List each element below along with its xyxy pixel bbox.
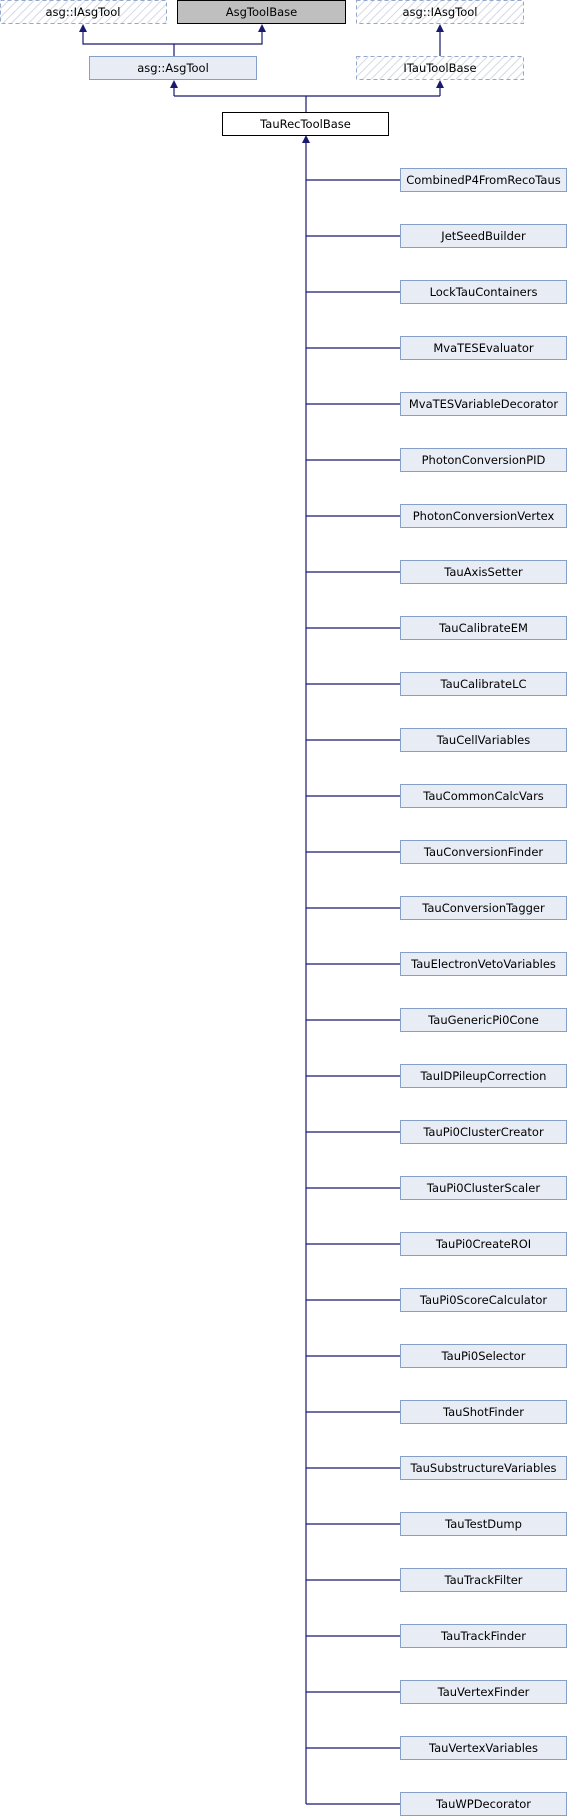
node-label: TauAxisSetter — [443, 565, 523, 579]
node-label: TauGenericPi0Cone — [427, 1013, 539, 1027]
node-label: TauCommonCalcVars — [422, 789, 544, 803]
node-locktaucontainers[interactable]: LockTauContainers — [400, 280, 567, 304]
edge-asgtool-to-iasgtool — [82, 30, 175, 56]
node-tauvertexvariables[interactable]: TauVertexVariables — [400, 1736, 567, 1760]
node-taucalibrateem[interactable]: TauCalibrateEM — [400, 616, 567, 640]
edge-taurectoolbase-to-bases — [173, 86, 441, 112]
node-label: TauElectronVetoVariables — [410, 957, 556, 971]
node-taurectoolbase[interactable]: TauRecToolBase — [222, 112, 389, 136]
node-label: PhotonConversionPID — [422, 453, 546, 467]
node-taupi0selector[interactable]: TauPi0Selector — [400, 1344, 567, 1368]
node-label: TauConversionFinder — [423, 845, 544, 859]
node-label: TauVertexFinder — [437, 1685, 530, 1699]
node-label: TauConversionTagger — [421, 901, 545, 915]
node-label: TauPi0ClusterScaler — [426, 1181, 540, 1195]
node-label: ITauToolBase — [403, 61, 476, 75]
node-tauconversiontagger[interactable]: TauConversionTagger — [400, 896, 567, 920]
node-label: PhotonConversionVertex — [413, 509, 555, 523]
node-tauelectronvetovariables[interactable]: TauElectronVetoVariables — [400, 952, 567, 976]
node-label: TauPi0ClusterCreator — [422, 1125, 544, 1139]
node-tautrackfilter[interactable]: TauTrackFilter — [400, 1568, 567, 1592]
node-tauidpileupcorrection[interactable]: TauIDPileupCorrection — [400, 1064, 567, 1088]
node-taucellvariables[interactable]: TauCellVariables — [400, 728, 567, 752]
arrowhead-asgtool — [170, 80, 178, 88]
node-taucalibratelc[interactable]: TauCalibrateLC — [400, 672, 567, 696]
node-asgtoolbase[interactable]: AsgToolBase — [177, 0, 346, 24]
node-label: TauIDPileupCorrection — [420, 1069, 547, 1083]
node-taupi0scorecalculator[interactable]: TauPi0ScoreCalculator — [400, 1288, 567, 1312]
node-label: asg::AsgTool — [137, 61, 209, 75]
node-combinedp4fromrecotaus[interactable]: CombinedP4FromRecoTaus — [400, 168, 567, 192]
node-tausubstructurevariables[interactable]: TauSubstructureVariables — [400, 1456, 567, 1480]
arrowhead-iasgtool-right — [436, 24, 444, 32]
node-tautrackfinder[interactable]: TauTrackFinder — [400, 1624, 567, 1648]
node-label: CombinedP4FromRecoTaus — [406, 173, 561, 187]
node-label: JetSeedBuilder — [440, 229, 526, 243]
node-label: LockTauContainers — [430, 285, 538, 299]
arrowhead-taurectoolbase — [302, 135, 310, 143]
node-label: MvaTESEvaluator — [433, 341, 534, 355]
node-label: TauPi0CreateROI — [435, 1237, 531, 1251]
node-taushotfinder[interactable]: TauShotFinder — [400, 1400, 567, 1424]
node-taupi0clustercreator[interactable]: TauPi0ClusterCreator — [400, 1120, 567, 1144]
node-label: asg::IAsgTool — [46, 5, 121, 19]
node-label: TauShotFinder — [442, 1405, 524, 1419]
node-label: asg::IAsgTool — [403, 5, 478, 19]
node-mvatesevaluator[interactable]: MvaTESEvaluator — [400, 336, 567, 360]
node-label: MvaTESVariableDecorator — [409, 397, 559, 411]
node-iasgtool-right[interactable]: asg::IAsgTool — [356, 0, 524, 24]
node-label: TauVertexVariables — [428, 1741, 538, 1755]
node-label: TauTestDump — [444, 1517, 522, 1531]
node-label: TauPi0ScoreCalculator — [419, 1293, 548, 1307]
edge-asgtool-to-asgtoolbase — [174, 30, 263, 45]
arrowhead-asgtoolbase — [258, 24, 266, 32]
arrowhead-itautoolbase — [436, 80, 444, 88]
inheritance-edges — [79, 24, 444, 1805]
node-mvatesvariabledecorator[interactable]: MvaTESVariableDecorator — [400, 392, 567, 416]
node-taucommoncalcvars[interactable]: TauCommonCalcVars — [400, 784, 567, 808]
node-label: AsgToolBase — [226, 5, 298, 19]
arrowhead-iasgtool-left — [79, 24, 87, 32]
subclass-nodes: CombinedP4FromRecoTausJetSeedBuilderLock… — [400, 168, 567, 1816]
node-label: TauWPDecorator — [435, 1797, 531, 1811]
node-tauwpdecorator[interactable]: TauWPDecorator — [400, 1792, 567, 1816]
node-tauaxissetter[interactable]: TauAxisSetter — [400, 560, 567, 584]
node-taupi0createroi[interactable]: TauPi0CreateROI — [400, 1232, 567, 1256]
node-asgtool[interactable]: asg::AsgTool — [89, 56, 257, 80]
node-label: TauCalibrateLC — [439, 677, 526, 691]
node-tauconversionfinder[interactable]: TauConversionFinder — [400, 840, 567, 864]
node-tautestdump[interactable]: TauTestDump — [400, 1512, 567, 1536]
edge-subclass-branches — [306, 179, 401, 1805]
node-photonconversionvertex[interactable]: PhotonConversionVertex — [400, 504, 567, 528]
node-jetseedbuilder[interactable]: JetSeedBuilder — [400, 224, 567, 248]
node-label: TauCellVariables — [436, 733, 531, 747]
node-itautoolbase[interactable]: ITauToolBase — [356, 56, 524, 80]
node-iasgtool-left[interactable]: asg::IAsgTool — [0, 0, 167, 24]
node-photonconversionpid[interactable]: PhotonConversionPID — [400, 448, 567, 472]
node-label: TauSubstructureVariables — [409, 1461, 556, 1475]
node-taugenericpi0cone[interactable]: TauGenericPi0Cone — [400, 1008, 567, 1032]
node-label: TauRecToolBase — [259, 117, 351, 131]
node-label: TauTrackFilter — [443, 1573, 522, 1587]
node-taupi0clusterscaler[interactable]: TauPi0ClusterScaler — [400, 1176, 567, 1200]
node-label: TauTrackFinder — [440, 1629, 526, 1643]
node-label: TauPi0Selector — [441, 1349, 526, 1363]
node-label: TauCalibrateEM — [438, 621, 528, 635]
node-tauvertexfinder[interactable]: TauVertexFinder — [400, 1680, 567, 1704]
